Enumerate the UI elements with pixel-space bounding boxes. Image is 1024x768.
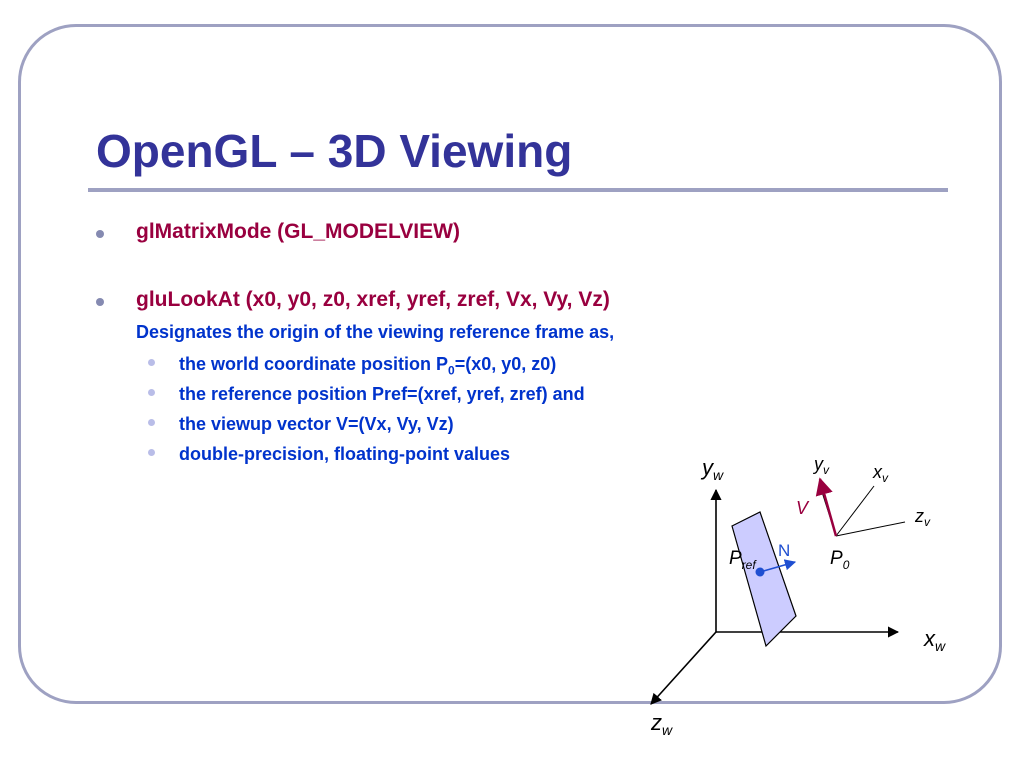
bullet-description: Designates the origin of the viewing ref…	[136, 322, 615, 342]
subbullet-dot-icon	[148, 359, 155, 366]
label-zw: zw	[650, 710, 673, 738]
slide-frame	[18, 24, 1002, 704]
bullet-dot-icon	[96, 230, 104, 238]
subbullet-text: the viewup vector V=(Vx, Vy, Vz)	[179, 414, 454, 434]
subbullet-dot-icon	[148, 389, 155, 396]
subbullet-text: the reference position Pref=(xref, yref,…	[179, 384, 585, 404]
subscript-zero: 0	[448, 363, 455, 378]
subbullet-text-suffix: =(x0, y0, z0)	[454, 354, 557, 374]
subbullet-dot-icon	[148, 419, 155, 426]
subbullet-text: double-precision, floating-point values	[179, 444, 511, 464]
bullet-text: glMatrixMode (GL_MODELVIEW)	[136, 220, 460, 243]
bullet-text: gluLookAt (x0, y0, z0, xref, yref, zref,…	[136, 288, 610, 311]
bullet-dot-icon	[96, 298, 104, 306]
subbullet-text: the world coordinate position P	[179, 354, 449, 374]
title-underline	[88, 188, 948, 192]
slide-title: OpenGL – 3D Viewing	[96, 125, 573, 177]
subbullet-dot-icon	[148, 449, 155, 456]
